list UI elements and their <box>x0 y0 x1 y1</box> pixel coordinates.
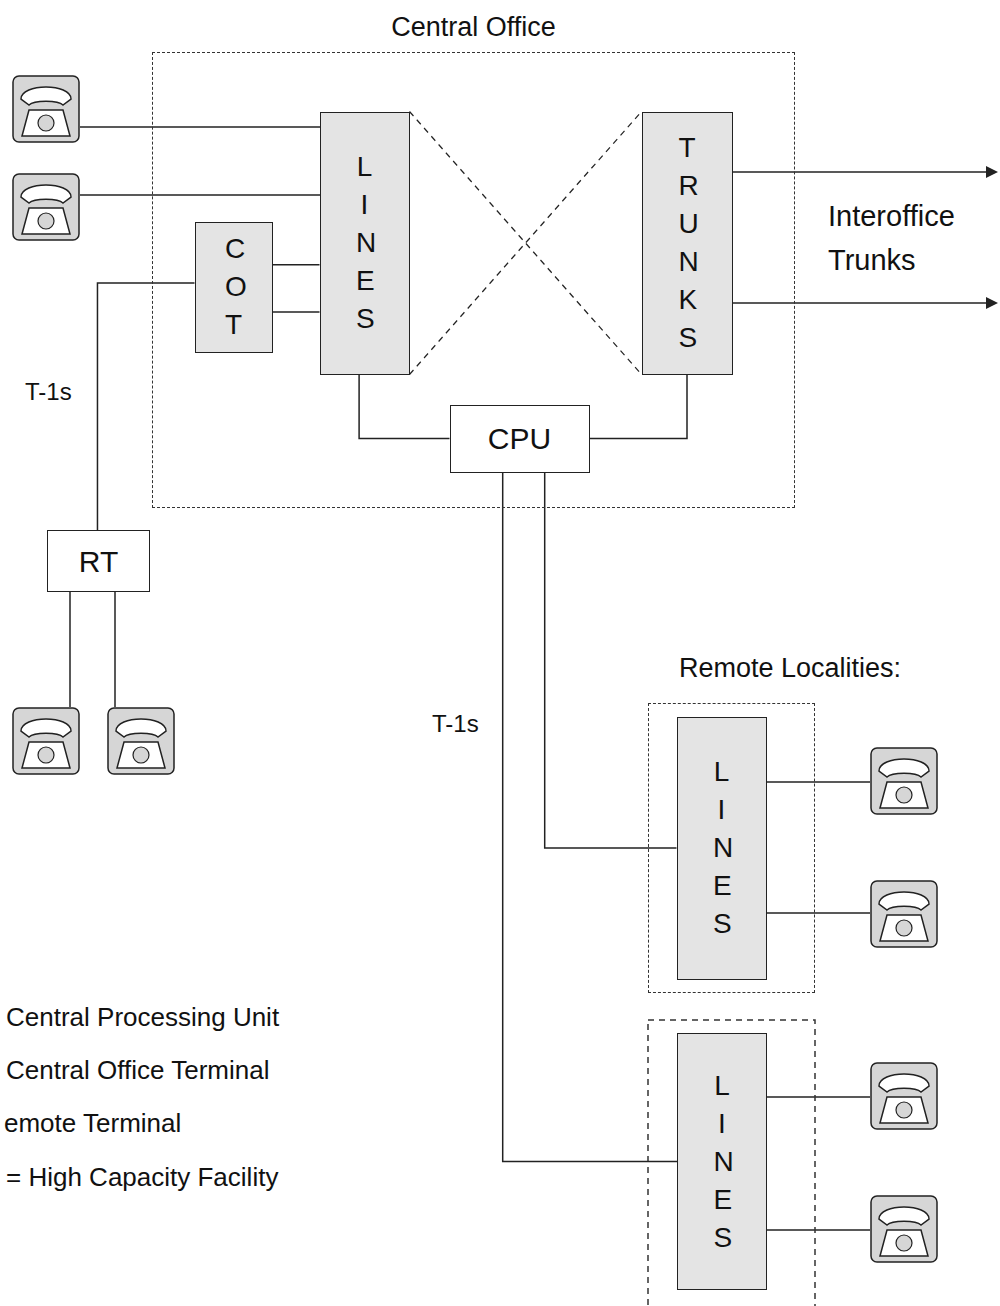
legend-text: Central Processing Unit <box>6 1002 279 1033</box>
connector-line <box>503 473 677 1162</box>
connector-line <box>273 264 320 266</box>
telephone-icon <box>871 1063 937 1129</box>
telephone-icon <box>13 708 79 774</box>
subscriber-wire <box>767 912 870 914</box>
telephone-icon <box>871 881 937 947</box>
trunk-line <box>733 302 989 304</box>
central-office-outline: Central OfficeLINESCOTTRUNKSCPU <box>152 52 795 508</box>
trunks-module: TRUNKS <box>642 112 733 375</box>
telephone-icon <box>13 76 79 142</box>
subscriber-wire <box>69 592 71 707</box>
box-label: COT <box>225 230 242 344</box>
facility-label: T-1s <box>25 378 72 407</box>
subscriber-wire <box>80 194 320 196</box>
cot-module: COT <box>195 222 273 353</box>
subscriber-wire <box>80 126 320 128</box>
group-heading: Remote Localities: <box>679 652 901 684</box>
box-label: RT <box>79 545 118 578</box>
connector-line <box>545 473 677 849</box>
box-label: TRUNKS <box>679 129 696 357</box>
telephone-icon <box>871 1196 937 1262</box>
arrow-head <box>986 297 998 309</box>
group-heading: Central Office <box>153 11 794 43</box>
telephone-icon <box>13 174 79 240</box>
subscriber-wire <box>767 781 870 783</box>
box-label: CPU <box>488 422 551 455</box>
rt-box: RT <box>47 530 150 592</box>
trunk-line <box>733 171 989 173</box>
subscriber-wire <box>114 592 116 707</box>
subscriber-wire <box>767 1229 870 1231</box>
box-label: LINES <box>356 148 373 338</box>
connector-line <box>359 375 449 439</box>
lines-module: LINES <box>320 112 410 375</box>
trunk-label: Interoffice Trunks <box>828 194 998 282</box>
legend-text: = High Capacity Facility <box>6 1162 278 1193</box>
connector-line <box>273 311 320 313</box>
arrow-head <box>986 166 998 178</box>
connector-line <box>97 283 194 530</box>
facility-label: T-1s <box>432 710 479 739</box>
connector-line <box>590 375 688 439</box>
remote-locality-outline <box>648 1020 815 1306</box>
telephone-icon <box>871 748 937 814</box>
cpu-box: CPU <box>450 405 590 473</box>
remote-locality-outline: Remote Localities:LINES <box>648 703 815 993</box>
switch-path <box>410 112 642 375</box>
lines-module: LINES <box>677 1033 767 1290</box>
legend-text: emote Terminal <box>4 1108 181 1139</box>
lines-module: LINES <box>677 717 767 980</box>
legend-text: Central Office Terminal <box>6 1055 269 1086</box>
telephone-icon <box>108 708 174 774</box>
switch-path <box>410 112 642 375</box>
box-label: LINES <box>714 1067 731 1257</box>
subscriber-wire <box>767 1096 870 1098</box>
box-label: LINES <box>713 753 730 943</box>
